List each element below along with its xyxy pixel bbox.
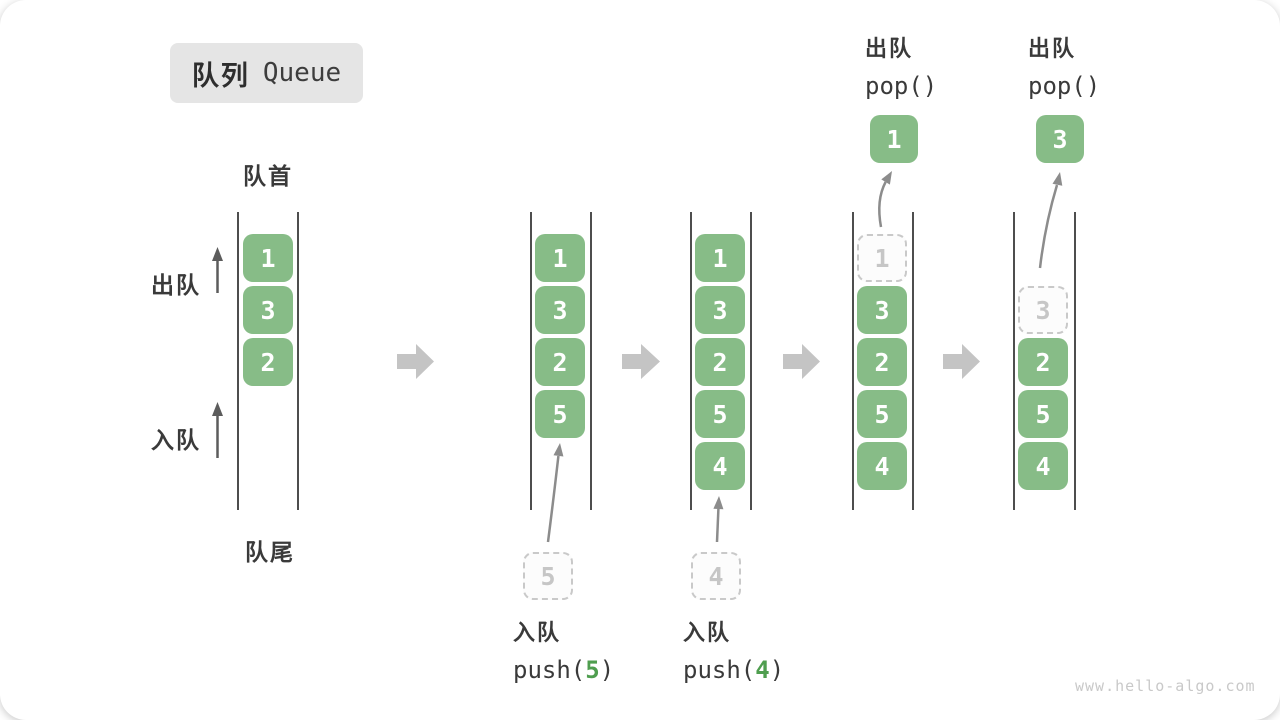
enqueue-side-label: 入队 <box>151 427 201 453</box>
incoming-ghost-cell: 5 <box>523 552 573 600</box>
push5-label-code: push(5) <box>513 656 615 684</box>
queue-cell: 4 <box>857 442 907 490</box>
queue-cell: 3 <box>695 286 745 334</box>
queue-rail <box>912 212 914 510</box>
queue-cell: 1 <box>695 234 745 282</box>
queue-cell: 4 <box>695 442 745 490</box>
queue-rail <box>530 212 532 510</box>
queue-cell: 2 <box>695 338 745 386</box>
queue-cell: 2 <box>857 338 907 386</box>
queue-cell: 5 <box>695 390 745 438</box>
queue-cell: 2 <box>535 338 585 386</box>
step-arrow-4 <box>943 344 980 379</box>
push4-label-zh: 入队 <box>683 620 732 645</box>
title-en: Queue <box>262 58 342 88</box>
title-badge: 队列 Queue <box>170 43 363 103</box>
pop-label-2-zh: 出队 <box>1028 36 1077 61</box>
removed-ghost-cell: 1 <box>857 234 907 282</box>
watermark: www.hello-algo.com <box>1075 677 1256 695</box>
queue-rear-label: 队尾 <box>245 539 295 565</box>
incoming-ghost-cell: 4 <box>691 552 741 600</box>
step-arrow-3 <box>783 344 820 379</box>
queue-rail <box>237 212 239 510</box>
step-arrow-2 <box>622 344 660 379</box>
queue-cell: 5 <box>1018 390 1068 438</box>
queue-cell: 2 <box>243 338 293 386</box>
queue-rail <box>852 212 854 510</box>
queue-rail <box>1013 212 1015 510</box>
queue-cell: 5 <box>535 390 585 438</box>
queue-cell: 3 <box>243 286 293 334</box>
queue-rail <box>690 212 692 510</box>
pop3-arrow <box>1038 172 1063 269</box>
step-arrow-1 <box>397 344 434 379</box>
queue-cell: 1 <box>535 234 585 282</box>
pop-label-1-code: pop() <box>865 72 938 100</box>
push4-arrow <box>713 496 724 543</box>
push4-label: 入队 push(4) <box>683 615 784 684</box>
queue-cell: 3 <box>535 286 585 334</box>
dequeue-side-label: 出队 <box>151 272 201 298</box>
pop-label-1-zh: 出队 <box>865 36 914 61</box>
push5-label-zh: 入队 <box>513 620 562 645</box>
queue-cell: 3 <box>857 286 907 334</box>
queue-cell: 1 <box>243 234 293 282</box>
pop-label-2: 出队 pop() <box>1028 31 1100 100</box>
popped-cell: 1 <box>870 115 918 163</box>
push5-arrow <box>546 443 564 543</box>
pop1-arrow <box>878 171 892 228</box>
queue-rail <box>750 212 752 510</box>
queue-cell: 2 <box>1018 338 1068 386</box>
queue-rail <box>1074 212 1076 510</box>
pop-label-1: 出队 pop() <box>865 31 937 100</box>
queue-rail <box>590 212 592 510</box>
popped-cell: 3 <box>1036 115 1084 163</box>
queue-cell: 4 <box>1018 442 1068 490</box>
title-zh: 队列 <box>191 60 250 91</box>
dequeue-direction-arrow <box>212 247 223 293</box>
enqueue-direction-arrow <box>212 402 223 458</box>
push4-label-code: push(4) <box>683 656 785 684</box>
push5-label: 入队 push(5) <box>513 615 614 684</box>
queue-front-label: 队首 <box>243 163 293 189</box>
queue-rail <box>297 212 299 510</box>
pop-label-2-code: pop() <box>1028 72 1101 100</box>
removed-ghost-cell: 3 <box>1018 286 1068 334</box>
queue-cell: 5 <box>857 390 907 438</box>
